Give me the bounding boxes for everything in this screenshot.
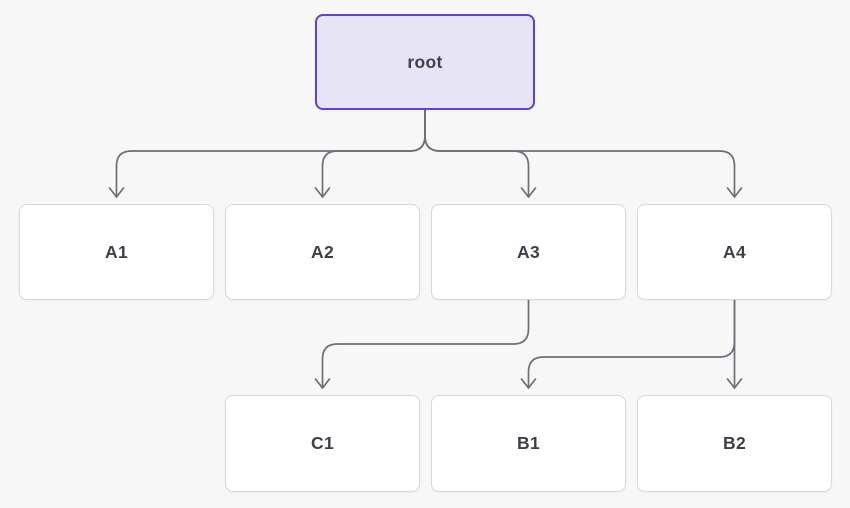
edge-root-A2: [314, 109, 426, 198]
node-b1[interactable]: B1: [431, 395, 626, 492]
edge-A4-B2: [726, 299, 743, 389]
node-c1[interactable]: C1: [225, 395, 420, 492]
edge-root-A4: [424, 109, 743, 198]
arrowhead-icon: [314, 187, 331, 198]
edge-line: [527, 299, 736, 389]
node-a2[interactable]: A2: [225, 204, 420, 300]
arrowhead-icon: [108, 187, 125, 198]
edge-line: [321, 109, 426, 198]
arrowhead-icon: [520, 187, 537, 198]
node-label: root: [407, 51, 443, 72]
node-label: A2: [311, 241, 334, 262]
node-label: B1: [517, 433, 540, 453]
edge-line: [115, 109, 426, 198]
arrowhead-icon: [726, 187, 743, 198]
node-a3[interactable]: A3: [431, 204, 626, 300]
edge-line: [321, 299, 530, 389]
arrowhead-icon: [314, 378, 331, 389]
arrowhead-icon: [520, 378, 537, 389]
edge-line: [424, 109, 736, 198]
edge-A4-B1: [520, 299, 736, 389]
node-a1[interactable]: A1: [19, 204, 214, 300]
edge-root-A3: [424, 109, 537, 198]
node-label: A4: [723, 241, 746, 262]
node-label: C1: [311, 433, 334, 453]
arrowhead-icon: [726, 378, 743, 389]
edge-A3-C1: [314, 299, 530, 389]
node-label: A1: [105, 241, 128, 262]
edge-root-A1: [108, 109, 426, 198]
node-label: A3: [517, 241, 540, 262]
edge-line: [424, 109, 530, 198]
node-label: B2: [723, 433, 746, 453]
node-root[interactable]: root: [315, 14, 535, 110]
node-b2[interactable]: B2: [637, 395, 832, 492]
node-a4[interactable]: A4: [637, 204, 832, 300]
